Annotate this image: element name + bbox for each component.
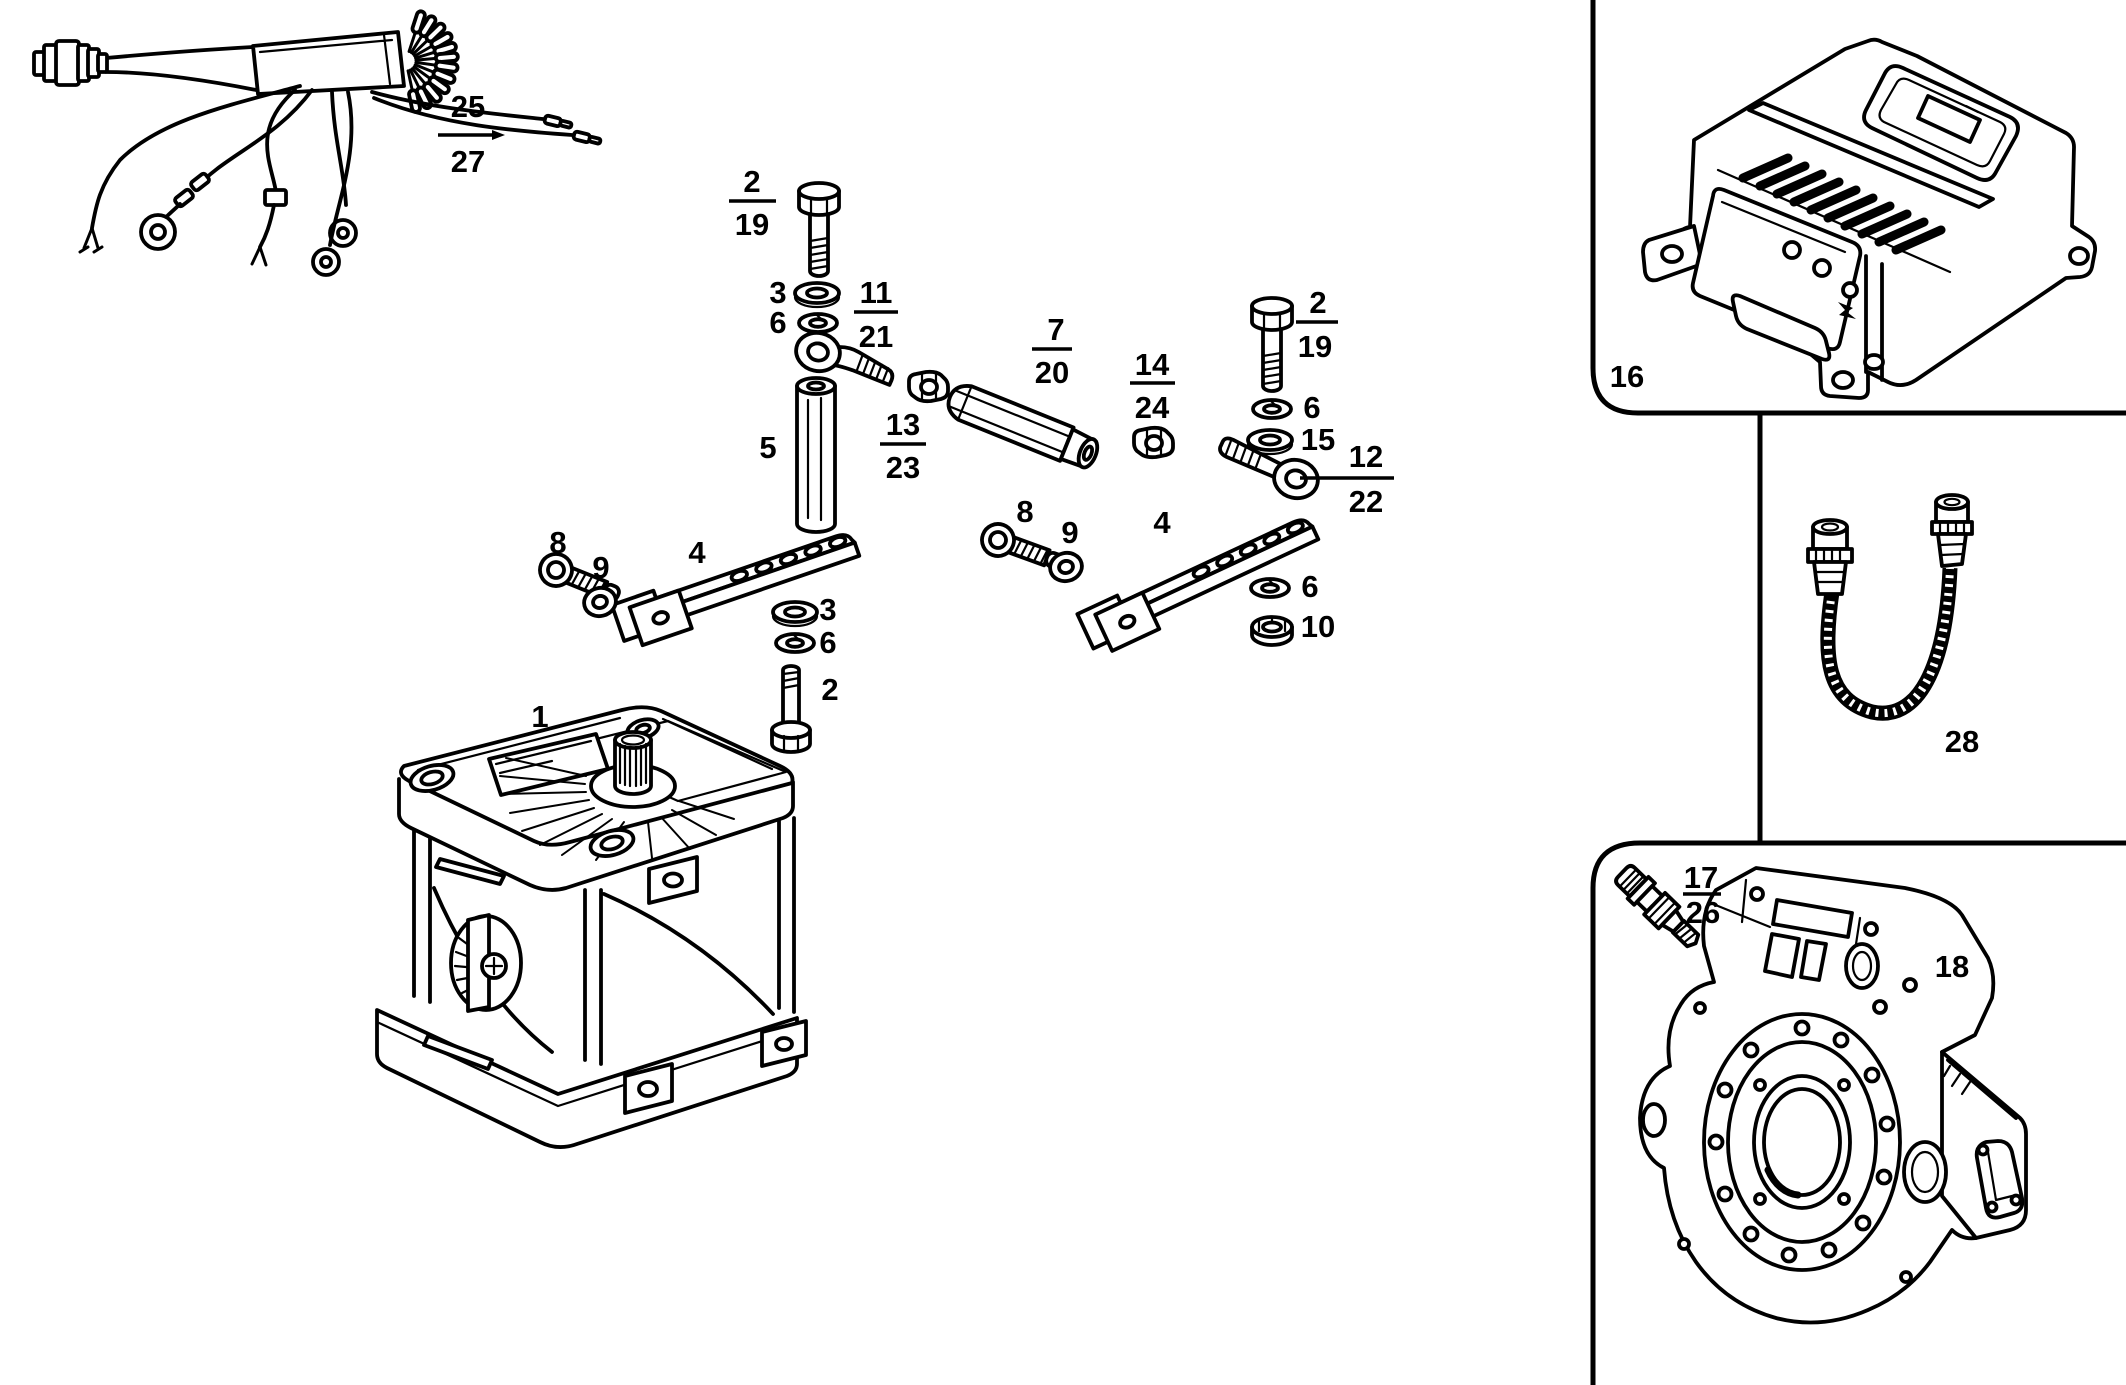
bolt-2-lower <box>770 664 812 754</box>
cable-connector-left <box>1806 518 1854 596</box>
callout-washer-6-bracket-right: 6 <box>1301 569 1318 604</box>
callout-nut-10: 10 <box>1301 609 1335 644</box>
adjuster-rod-7-20 <box>946 384 1100 470</box>
callout-rod-end-left-top: 11 <box>860 275 893 310</box>
callout-washer-9-right: 9 <box>1061 515 1078 550</box>
nut-14-24 <box>1132 425 1175 460</box>
callout-bolt-right-2-19: 2 19 <box>1296 285 1338 364</box>
callout-sensor-17-26: 17 26 <box>1683 860 1721 930</box>
callout-sensor-bottom: 26 <box>1686 895 1720 930</box>
callout-nut-mid-top: 14 <box>1135 347 1170 382</box>
callouts: 25 27 2 19 3 6 11 21 5 13 23 7 20 14 <box>438 89 1979 984</box>
callout-rod-7-20: 7 20 <box>1032 312 1072 390</box>
flywheel-housing <box>1614 864 2028 1325</box>
callout-bolt-2-lower: 2 <box>821 672 838 707</box>
washer-6-lower <box>774 632 816 654</box>
callout-rod-top: 7 <box>1047 312 1064 347</box>
washer-3-lower <box>771 600 819 628</box>
callout-rod-end-11-21: 11 21 <box>854 275 898 354</box>
callout-bolt-left-top: 2 <box>743 164 760 199</box>
callout-washer-6-upper: 6 <box>769 305 786 340</box>
callout-bracket-4-left: 4 <box>688 535 706 570</box>
callout-washer-6-lower: 6 <box>819 625 836 660</box>
panel-18-border <box>1590 840 2126 1385</box>
washer-6-right <box>1251 398 1293 420</box>
callout-harness-arrowhead <box>492 130 505 140</box>
callout-screw-8-left: 8 <box>549 525 566 560</box>
callout-bolt-right-bottom: 19 <box>1298 329 1332 364</box>
callout-rod-bottom: 20 <box>1035 355 1069 390</box>
callout-washer-6-right: 6 <box>1303 390 1320 425</box>
callout-rod-end-right-bottom: 22 <box>1349 484 1383 519</box>
rod-end-11-21 <box>794 330 895 387</box>
callout-washer-3-lower: 3 <box>819 592 836 627</box>
cable-connector-right <box>1930 493 1974 568</box>
callout-nut-left-top: 13 <box>886 407 920 442</box>
callout-screw-8-right: 8 <box>1016 494 1033 529</box>
wiring-harness <box>32 8 604 277</box>
callout-bolt-right-top: 2 <box>1309 285 1326 320</box>
callout-control-unit-16: 16 <box>1610 359 1644 394</box>
callout-nut-13-23: 13 23 <box>880 407 926 485</box>
washer-6-upper <box>797 312 839 334</box>
callout-housing-18: 18 <box>1935 949 1969 984</box>
callout-bolt-left-2-19: 2 19 <box>729 164 776 242</box>
callout-harness-bottom: 27 <box>451 144 485 179</box>
callout-harness-25-27: 25 27 <box>438 89 505 179</box>
rod-end-12-22 <box>1218 436 1320 501</box>
callout-actuator-1: 1 <box>531 699 548 734</box>
control-unit-box <box>1641 37 2098 400</box>
callout-bolt-left-bottom: 19 <box>735 207 769 242</box>
washer-6-bracket-right <box>1249 577 1291 599</box>
callout-nut-left-bottom: 23 <box>886 450 920 485</box>
callout-nut-14-24: 14 24 <box>1130 347 1175 425</box>
actuator-unit <box>375 705 808 1149</box>
callout-sensor-top: 17 <box>1684 860 1718 895</box>
bolt-2-19-right <box>1250 296 1294 393</box>
callout-rod-end-12-22: 12 22 <box>1300 439 1394 519</box>
callout-nut-mid-bottom: 24 <box>1135 390 1170 425</box>
callout-washer-3-upper: 3 <box>769 275 786 310</box>
callout-bracket-4-right: 4 <box>1153 505 1171 540</box>
sensor-17-26 <box>1614 864 1701 949</box>
callout-rod-end-left-bottom: 21 <box>859 319 893 354</box>
panel-16-border <box>1590 0 2126 416</box>
callout-washer-15: 15 <box>1301 422 1335 457</box>
link-cable <box>1806 493 1974 721</box>
callout-washer-9-left: 9 <box>592 550 609 585</box>
bolt-2-19-left <box>797 181 841 278</box>
callout-cable-28: 28 <box>1945 724 1979 759</box>
washer-3-upper <box>793 281 841 309</box>
callout-rod-end-right-top: 12 <box>1349 439 1383 474</box>
nut-13-23 <box>907 369 950 404</box>
callout-harness-top: 25 <box>451 89 485 124</box>
nut-10 <box>1250 615 1294 647</box>
callout-spacer-5: 5 <box>759 430 776 465</box>
spacer-5 <box>795 376 837 534</box>
